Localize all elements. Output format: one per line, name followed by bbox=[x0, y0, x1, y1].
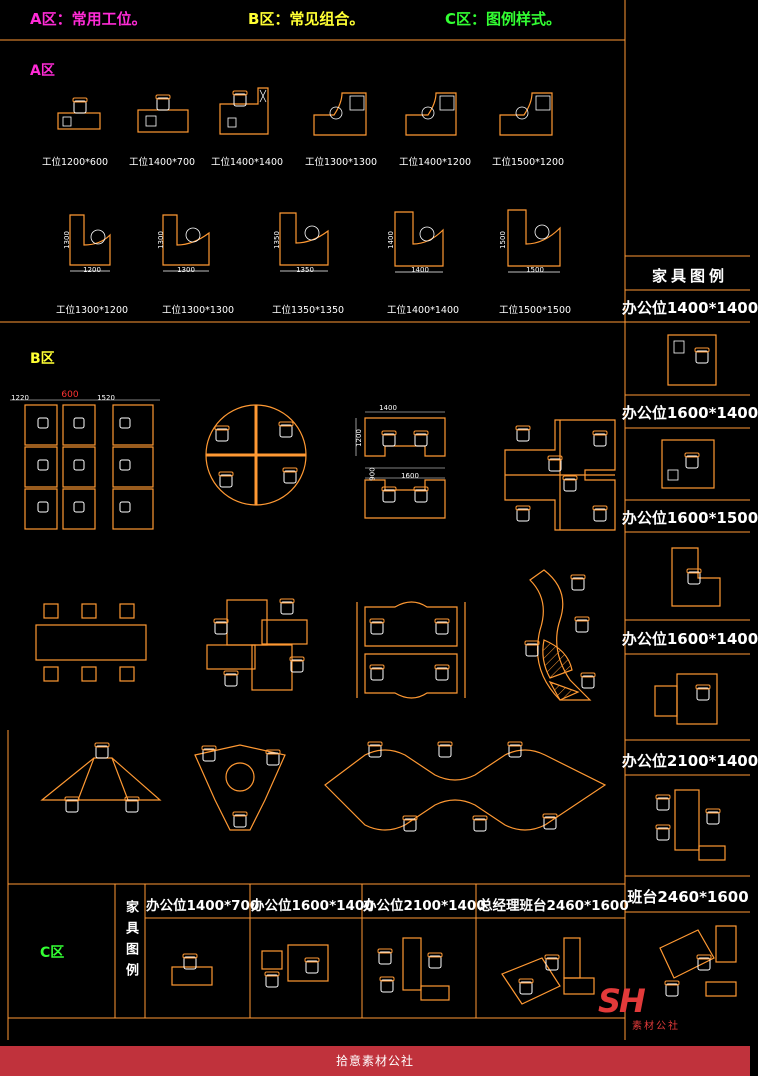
section-b-label: B区 bbox=[30, 351, 55, 367]
dim-w-5: 1500 bbox=[526, 266, 544, 274]
frame-lines bbox=[0, 0, 750, 1040]
legend-item-4: 办公位1600*1400 bbox=[621, 630, 758, 648]
c-item-3-title: 办公位2100*1400 bbox=[363, 898, 486, 914]
caption-a10: 工位1400*1400 bbox=[386, 305, 460, 316]
legend-item-5: 办公位2100*1400 bbox=[621, 752, 758, 770]
legend-item-3: 办公位1600*1500 bbox=[621, 509, 758, 527]
dim-b-1: 1220 bbox=[11, 394, 29, 402]
footer-text: 拾意素材公社 bbox=[335, 1054, 414, 1068]
dim-h-2: 1300 bbox=[156, 231, 165, 249]
watermark-sub: 素材公社 bbox=[632, 1021, 680, 1032]
caption-a6: 工位1500*1200 bbox=[491, 157, 565, 168]
legend-drawings bbox=[654, 334, 737, 997]
section-c-drawings bbox=[171, 937, 595, 1005]
legend-title: 家具图例 bbox=[651, 267, 729, 285]
c-item-2-title: 办公位1600*1400 bbox=[251, 898, 374, 914]
dim-b-2: 600 bbox=[61, 390, 79, 400]
dim-b-3: 1520 bbox=[97, 394, 115, 402]
caption-a4: 工位1300*1300 bbox=[304, 157, 378, 168]
c-item-4-title: 总经理班台2460*1600 bbox=[479, 898, 629, 914]
caption-a9: 工位1350*1350 bbox=[271, 305, 345, 316]
zone-c-header: C区：图例样式。 bbox=[445, 10, 562, 28]
dim-h-5: 1500 bbox=[498, 231, 507, 249]
section-a-label: A区 bbox=[30, 63, 55, 79]
c-side-label: 家具图例 bbox=[123, 900, 138, 984]
legend-item-6: 班台2460*1600 bbox=[627, 888, 749, 906]
dim-w-1: 1200 bbox=[83, 266, 101, 274]
footer-bar: 拾意素材公社 bbox=[0, 1046, 750, 1076]
dim-w-4: 1400 bbox=[411, 266, 429, 274]
caption-a11: 工位1500*1500 bbox=[498, 305, 572, 316]
watermark-logo: SH bbox=[598, 982, 646, 1020]
zone-a-header: A区：常用工位。 bbox=[30, 10, 147, 28]
workstation-row-2 bbox=[69, 209, 561, 273]
caption-a5: 工位1400*1200 bbox=[398, 157, 472, 168]
dim-b-4: 1400 bbox=[379, 404, 397, 412]
caption-a7: 工位1300*1200 bbox=[55, 305, 129, 316]
dim-h-4: 1400 bbox=[386, 231, 395, 249]
legend-item-1: 办公位1400*1400 bbox=[621, 299, 758, 317]
caption-a8: 工位1300*1300 bbox=[161, 305, 235, 316]
dim-b-6: 1600 bbox=[401, 472, 419, 480]
legend-item-2: 办公位1600*1400 bbox=[621, 404, 758, 422]
dim-b-7: 900 bbox=[368, 467, 377, 481]
combo-row-1 bbox=[24, 404, 616, 531]
section-c-label: C区 bbox=[40, 945, 65, 961]
c-item-1-title: 办公位1400*700 bbox=[146, 898, 260, 914]
combo-row-2 bbox=[35, 569, 596, 701]
caption-a3: 工位1400*1400 bbox=[210, 157, 284, 168]
dim-h-3: 1350 bbox=[272, 231, 281, 249]
dim-b-5: 1200 bbox=[354, 429, 363, 447]
dim-w-3: 1350 bbox=[296, 266, 314, 274]
caption-a1: 工位1200*600 bbox=[41, 157, 109, 168]
dim-w-2: 1300 bbox=[177, 266, 195, 274]
workstation-row-1 bbox=[57, 87, 553, 136]
cad-drawing bbox=[0, 0, 750, 1040]
dimension-lines bbox=[10, 399, 445, 479]
caption-a2: 工位1400*700 bbox=[128, 157, 196, 168]
combo-row-3 bbox=[40, 741, 607, 832]
zone-b-header: B区：常见组合。 bbox=[248, 10, 365, 28]
dim-h-1: 1300 bbox=[62, 231, 71, 249]
